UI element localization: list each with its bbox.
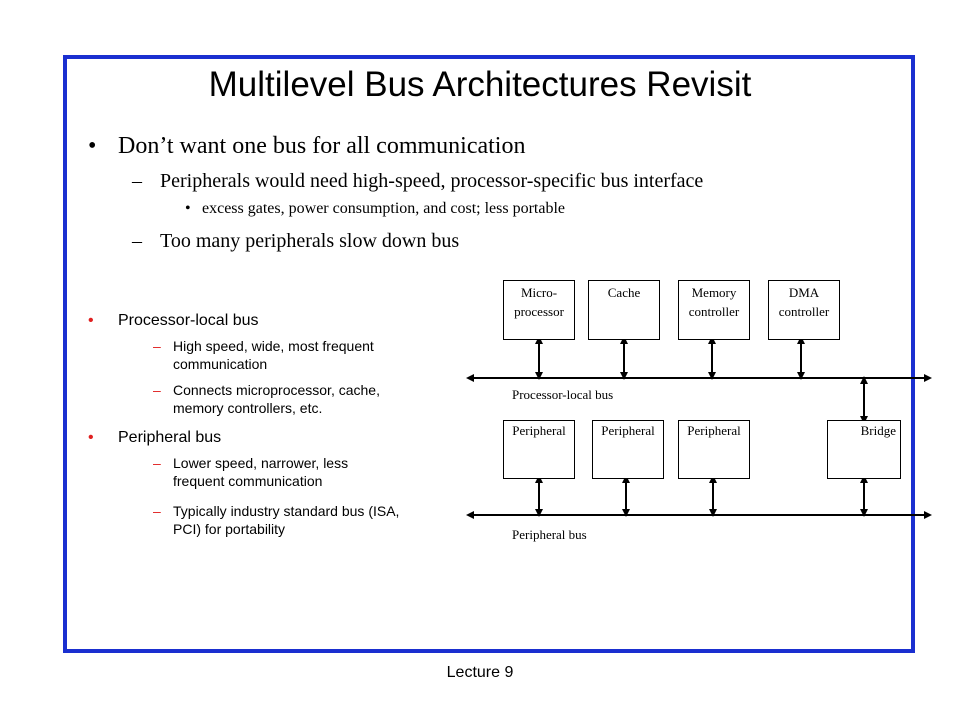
box-line: DMA <box>788 285 820 300</box>
bridge-box: Bridge <box>827 420 901 479</box>
peripheral-box-2: Peripheral <box>592 420 664 479</box>
processor-bus-item-1-line-2: communication <box>173 356 268 372</box>
processor-bus-label: Processor-local bus <box>118 312 259 329</box>
peripheral-bus-item-1-line-1: Lower speed, narrower, less <box>173 455 349 471</box>
sub-sub-bullet-text: excess gates, power consumption, and cos… <box>202 200 566 217</box>
dash: – <box>153 338 161 354</box>
dash: – <box>132 230 142 252</box>
sub-bullet-1-text: Peripherals would need high-speed, proce… <box>160 170 704 192</box>
processor-local-bus-label: Processor-local bus <box>512 387 614 402</box>
peripheral-box-1: Peripheral <box>503 420 575 479</box>
slide-frame <box>63 55 915 653</box>
footer-lecture-label: Lecture 9 <box>446 664 514 681</box>
slide-title: Multilevel Bus Architectures Revisit <box>208 65 752 104</box>
dash: – <box>153 455 161 471</box>
dma-controller-box: DMA controller <box>768 280 840 340</box>
box-line: Memory <box>691 285 737 300</box>
box-line: Peripheral <box>601 423 655 438</box>
main-bullet-text: Don’t want one bus for all communication <box>118 133 526 159</box>
microprocessor-box: Micro- processor <box>503 280 575 340</box>
processor-bus-item-1-line-1: High speed, wide, most frequent <box>173 338 374 354</box>
dash: – <box>153 503 161 519</box>
bullet-dot: • <box>88 312 94 329</box>
peripheral-bus-label: Peripheral bus <box>118 429 222 446</box>
peripheral-bus-label: Peripheral bus <box>512 527 587 542</box>
bullet-dot: • <box>88 133 97 159</box>
peripheral-bus-item-2-line-2: PCI) for portability <box>173 521 286 537</box>
bullet-dot: • <box>88 429 94 446</box>
box-line: Bridge <box>860 423 896 438</box>
sub-bullet-2-text: Too many peripherals slow down bus <box>160 230 460 252</box>
memory-controller-box: Memory controller <box>678 280 750 340</box>
cache-box: Cache <box>588 280 660 340</box>
peripheral-bus-item-1-line-2: frequent communication <box>173 473 323 489</box>
dash: – <box>132 170 142 192</box>
box-line: Peripheral <box>687 423 741 438</box>
box-line: Micro- <box>520 285 558 300</box>
peripheral-bus-item-2-line-1: Typically industry standard bus (ISA, <box>173 503 400 519</box>
box-line: Peripheral <box>512 423 566 438</box>
dash: – <box>153 382 161 398</box>
box-line: controller <box>688 304 740 319</box>
box-line: Cache <box>607 285 641 300</box>
processor-bus-item-2-line-2: memory controllers, etc. <box>173 400 323 416</box>
box-line: controller <box>778 304 830 319</box>
processor-bus-item-2-line-1: Connects microprocessor, cache, <box>173 382 380 398</box>
bullet-dot: • <box>185 200 191 217</box>
peripheral-box-3: Peripheral <box>678 420 750 479</box>
box-line: processor <box>514 304 564 319</box>
